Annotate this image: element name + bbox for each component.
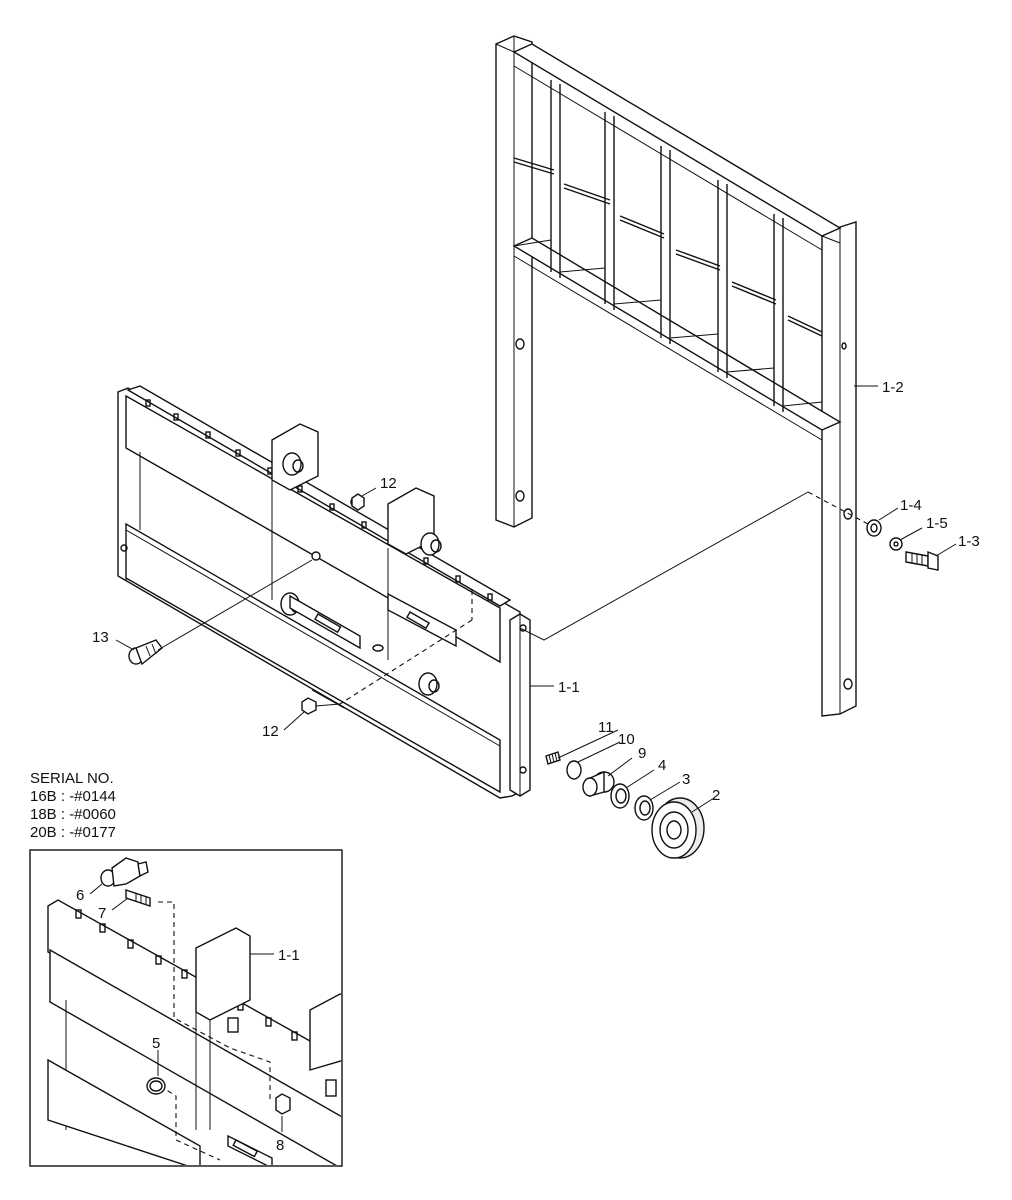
inset-callout-1-1: 1-1 (278, 947, 300, 964)
callout-1-2: 1-2 (882, 379, 904, 396)
callout-10: 10 (618, 731, 635, 748)
callout-12-upper: 12 (380, 475, 397, 492)
callout-1-3: 1-3 (958, 533, 980, 550)
serial-line-16b: 16B : -#0144 (30, 788, 116, 805)
inset-detail: 6 7 1-1 5 8 (29, 849, 343, 1167)
callout-2: 2 (712, 787, 720, 804)
callout-3: 3 (682, 771, 690, 788)
callout-1-5: 1-5 (926, 515, 948, 532)
fork-carriage (117, 385, 531, 799)
inset-callout-7: 7 (98, 905, 106, 922)
leader-lines (115, 385, 957, 813)
serial-heading: SERIAL NO. (30, 770, 114, 787)
serial-line-18b: 18B : -#0060 (30, 806, 116, 823)
callout-9: 9 (638, 745, 646, 762)
callout-12-lower: 12 (262, 723, 279, 740)
serial-line-20b: 20B : -#0177 (30, 824, 116, 841)
callout-4: 4 (658, 757, 666, 774)
hardware-parts (128, 493, 939, 859)
callout-1-1: 1-1 (558, 679, 580, 696)
inset-callout-8: 8 (276, 1137, 284, 1154)
inset-callout-6: 6 (76, 887, 84, 904)
callout-11: 11 (598, 719, 614, 736)
inset-callout-5: 5 (152, 1035, 160, 1052)
load-backrest (495, 35, 857, 717)
callout-13: 13 (92, 629, 109, 646)
callout-1-4: 1-4 (900, 497, 922, 514)
callout-labels: 1-2 1-4 1-5 1-3 12 13 12 1-1 11 10 9 4 3… (92, 379, 980, 804)
